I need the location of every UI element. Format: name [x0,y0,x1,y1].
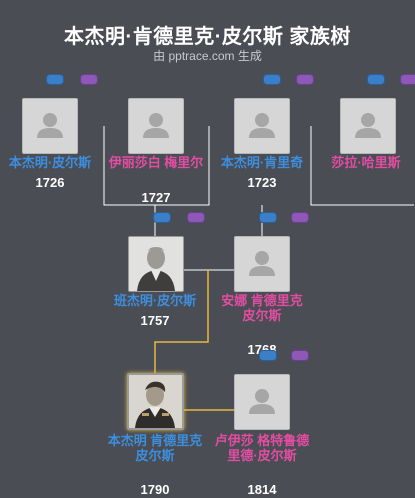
person-silhouette-icon [355,113,381,138]
mother-expand-icon[interactable] [296,74,314,85]
person-silhouette-icon [249,251,275,276]
person-card-p7-selected[interactable] [127,373,184,430]
father-expand-icon[interactable] [153,212,171,223]
person-name[interactable]: 本杰明·肯里奇 [220,155,304,170]
person-card-p5[interactable] [128,236,184,292]
person-card-p2[interactable] [128,98,184,154]
person-birth-year: 1790 [140,482,170,497]
person-name[interactable]: 班杰明·皮尔斯 [113,293,197,308]
page-subtitle: 由 pptrace.com 生成 [153,49,262,63]
person-card-p8[interactable] [234,374,290,430]
person-card-p4[interactable] [340,98,396,154]
mother-expand-icon[interactable] [291,350,309,361]
person-birth-year: 1757 [140,313,170,328]
portrait-image [129,375,182,428]
father-expand-icon[interactable] [367,74,385,85]
person-name[interactable]: 莎拉·哈里斯 [331,155,401,170]
mother-expand-icon[interactable] [80,74,98,85]
page-title: 本杰明·肯德里克·皮尔斯 家族树 [64,26,351,48]
mother-expand-icon[interactable] [400,74,415,85]
person-silhouette-icon [143,113,169,138]
mother-expand-icon[interactable] [291,212,309,223]
person-name[interactable]: 伊丽莎白 梅里尔 [108,155,204,170]
father-expand-icon[interactable] [263,74,281,85]
person-birth-year: 1726 [35,175,65,190]
person-name[interactable]: 安娜 肯德里克 皮尔斯 [221,293,303,323]
portrait-image [129,237,183,291]
person-card-p3[interactable] [234,98,290,154]
father-expand-icon[interactable] [259,212,277,223]
person-name[interactable]: 本杰明 肯德里克 皮尔斯 [107,433,203,463]
father-expand-icon[interactable] [46,74,64,85]
person-birth-year: 1814 [247,482,277,497]
person-card-p1[interactable] [22,98,78,154]
father-expand-icon[interactable] [259,350,277,361]
person-silhouette-icon [249,113,275,138]
person-card-p6[interactable] [234,236,290,292]
person-name[interactable]: 本杰明·皮尔斯 [8,155,92,170]
person-birth-year: 1723 [247,175,277,190]
person-name[interactable]: 卢伊莎 格特鲁德 里德·皮尔斯 [214,433,310,463]
person-silhouette-icon [249,389,275,414]
mother-expand-icon[interactable] [187,212,205,223]
person-silhouette-icon [37,113,63,138]
person-birth-year: 1727 [141,190,171,205]
